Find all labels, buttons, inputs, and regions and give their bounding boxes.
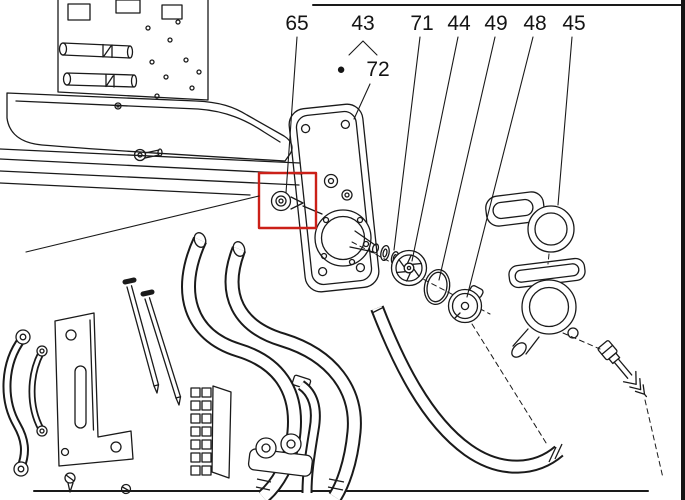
callout-49[interactable]: 49 — [484, 12, 507, 35]
clamp-bracket — [485, 191, 575, 253]
callout-43[interactable]: 43 — [351, 12, 374, 35]
callout-leaders — [25, 36, 573, 298]
callout-72[interactable]: 72 — [366, 58, 389, 81]
lever-bracket — [2, 329, 48, 477]
mounting-bracket — [54, 312, 134, 467]
callout-48[interactable]: 48 — [523, 12, 546, 35]
water-pump-cover — [314, 209, 372, 267]
cam-plate — [447, 285, 484, 324]
hose-barb-fitting — [597, 340, 648, 398]
hose-right — [370, 305, 564, 474]
small-fitting — [133, 148, 163, 162]
long-bolts — [122, 277, 182, 406]
impeller — [390, 249, 428, 287]
callout-45[interactable]: 45 — [562, 12, 585, 35]
callout-44[interactable]: 44 — [447, 12, 471, 35]
support-rails — [0, 148, 303, 196]
hose-center — [224, 241, 362, 500]
mounting-tray — [6, 92, 293, 162]
callout-65[interactable]: 65 — [285, 12, 308, 35]
screws — [64, 472, 132, 495]
roller-bracket — [247, 433, 313, 477]
plate-stack — [190, 385, 232, 479]
pump-mounting-plate — [288, 103, 380, 293]
bracket-43 — [348, 40, 378, 56]
seal-grommet[interactable] — [270, 190, 323, 215]
callout-71[interactable]: 71 — [410, 12, 433, 35]
callout-labels: 65 43 71 44 49 48 45 ● 72 — [285, 12, 585, 81]
dashed-connectors — [471, 253, 664, 479]
engine-block — [57, 0, 209, 110]
bullet-icon: ● — [336, 61, 345, 78]
o-ring — [423, 268, 451, 306]
pump-body — [508, 257, 586, 358]
